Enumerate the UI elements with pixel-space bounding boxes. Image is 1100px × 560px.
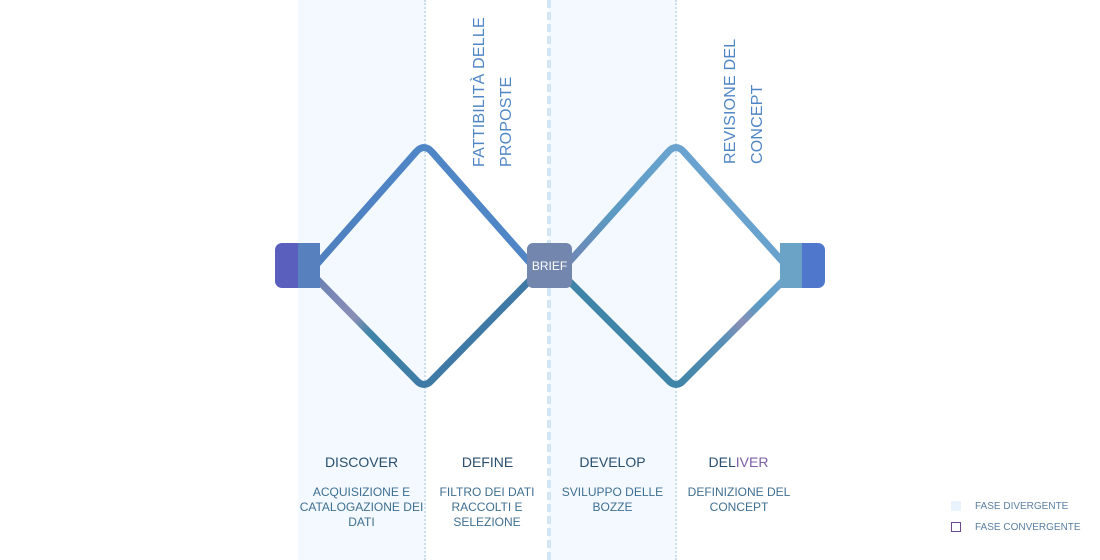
end-node bbox=[780, 243, 825, 288]
phase-desc-define: FILTRO DEI DATI RACCOLTI E SELEZIONE bbox=[439, 485, 535, 529]
annotation-revisione-line2: CONCEPT bbox=[749, 84, 766, 164]
phase-desc-deliver: DEFINIZIONE DEL CONCEPT bbox=[687, 485, 791, 514]
phase-desc-discover: ACQUISIZIONE E CATALOGAZIONE DEI DATI bbox=[299, 485, 424, 529]
brief-label: BRIEF bbox=[532, 259, 567, 273]
legend-item-convergente: FASE CONVERGENTE bbox=[951, 520, 1081, 534]
diamond1-lower-edge bbox=[306, 268, 542, 388]
legend-label-divergente: FASE DIVERGENTE bbox=[975, 500, 1069, 512]
phase-title-define: DEFINE bbox=[461, 454, 514, 470]
diamond2-lower-edge bbox=[556, 268, 796, 388]
diamond2-upper-edge bbox=[556, 144, 796, 276]
phase-title-discover: DISCOVER bbox=[324, 454, 399, 470]
phase-title-deliver-part1: DEL bbox=[708, 454, 736, 470]
phase-title-deliver-part2: IVER bbox=[735, 454, 769, 470]
separator-develop-deliver bbox=[675, 0, 677, 560]
legend: FASE DIVERGENTE FASE CONVERGENTE bbox=[951, 499, 1081, 541]
brief-node: BRIEF bbox=[527, 243, 572, 288]
annotation-revisione-line1: REVISIONE DEL bbox=[722, 38, 739, 164]
start-node bbox=[275, 243, 320, 288]
legend-swatch-divergente bbox=[951, 501, 961, 511]
legend-item-divergente: FASE DIVERGENTE bbox=[951, 499, 1081, 513]
phase-title-deliver: DELIVER bbox=[675, 454, 802, 470]
annotation-fattibilita-line1: FATTIBILITÀ DELLE bbox=[471, 17, 488, 167]
separator-discover-define bbox=[424, 0, 426, 560]
annotation-fattibilita: FATTIBILITÀ DELLE PROPOSTE bbox=[466, 17, 520, 167]
phase-title-develop: DEVELOP bbox=[579, 454, 646, 470]
legend-swatch-convergente bbox=[951, 522, 961, 532]
phase-desc-develop: SVILUPPO DELLE BOZZE bbox=[561, 485, 664, 514]
diamond1-upper-edge bbox=[306, 144, 542, 276]
annotation-revisione: REVISIONE DEL CONCEPT bbox=[717, 38, 771, 164]
legend-label-convergente: FASE CONVERGENTE bbox=[975, 521, 1081, 533]
annotation-fattibilita-line2: PROPOSTE bbox=[498, 76, 515, 167]
